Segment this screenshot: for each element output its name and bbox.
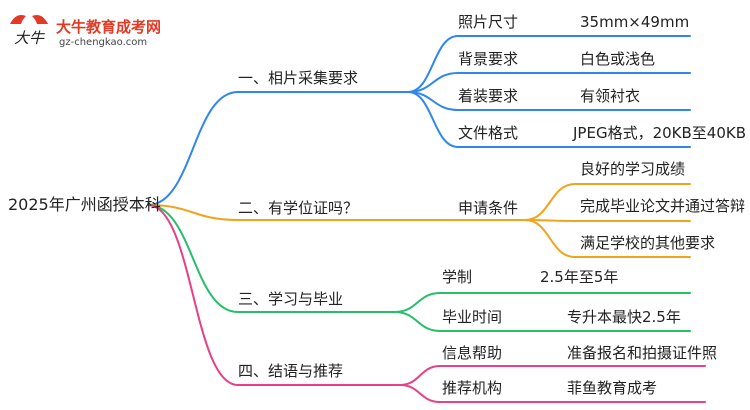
bull-logo-icon: 大牛 xyxy=(10,15,48,47)
photo-size-key: 照片尺寸 xyxy=(458,13,519,31)
link-root-branch2 xyxy=(147,204,239,221)
info-help-value: 准备报名和拍摄证件照 xyxy=(567,344,718,362)
info-help-key: 信息帮助 xyxy=(442,344,503,362)
duration-value: 2.5年至5年 xyxy=(540,268,619,286)
condition-good-grades: 良好的学习成绩 xyxy=(580,160,686,178)
link-branch1-item1 xyxy=(407,35,459,93)
branch-study-graduation: 三、学习与毕业 xyxy=(238,290,344,308)
branch-conclusion: 四、结语与推荐 xyxy=(238,362,344,380)
logo-url: gz-chengkao.com xyxy=(59,37,148,48)
link-root-branch4 xyxy=(147,204,239,386)
photo-size-value: 35mm×49mm xyxy=(580,13,690,31)
link-branch1-item4 xyxy=(407,91,459,148)
attire-key: 着装要求 xyxy=(458,87,519,105)
link-branch2-item3 xyxy=(524,219,576,258)
file-format-value: JPEG格式，20KB至40KB xyxy=(573,124,746,142)
attire-value: 有领衬衣 xyxy=(580,87,641,105)
link-root-branch1 xyxy=(147,91,239,206)
link-branch4-item2 xyxy=(399,384,441,403)
application-conditions: 申请条件 xyxy=(458,199,519,217)
graduation-time-key: 毕业时间 xyxy=(442,308,503,326)
root-node: 2025年广州函授本科 xyxy=(8,195,161,214)
link-branch4-item1 xyxy=(399,365,441,386)
branch-degree-question: 二、有学位证吗？ xyxy=(238,199,359,217)
branch-photo-requirements: 一、相片采集要求 xyxy=(238,69,359,87)
condition-thesis: 完成毕业论文并通过答辩 xyxy=(580,197,746,215)
logo-mark-text: 大牛 xyxy=(14,29,45,47)
file-format-key: 文件格式 xyxy=(458,124,519,142)
graduation-time-value: 专升本最快2.5年 xyxy=(567,308,681,326)
background-value: 白色或浅色 xyxy=(580,50,656,68)
link-root-branch3 xyxy=(147,204,239,313)
recommend-value: 菲鱼教育成考 xyxy=(567,379,658,397)
link-branch2-item1 xyxy=(524,183,576,221)
link-branch3-item1 xyxy=(394,292,441,313)
site-logo[interactable]: 大牛 大牛教育成考网 gz-chengkao.com xyxy=(6,10,166,54)
logo-title: 大牛教育成考网 xyxy=(56,18,162,36)
recommend-key: 推荐机构 xyxy=(442,379,503,397)
link-branch3-item2 xyxy=(394,311,441,332)
duration-key: 学制 xyxy=(442,268,473,286)
condition-other: 满足学校的其他要求 xyxy=(580,234,716,252)
background-key: 背景要求 xyxy=(458,50,519,68)
